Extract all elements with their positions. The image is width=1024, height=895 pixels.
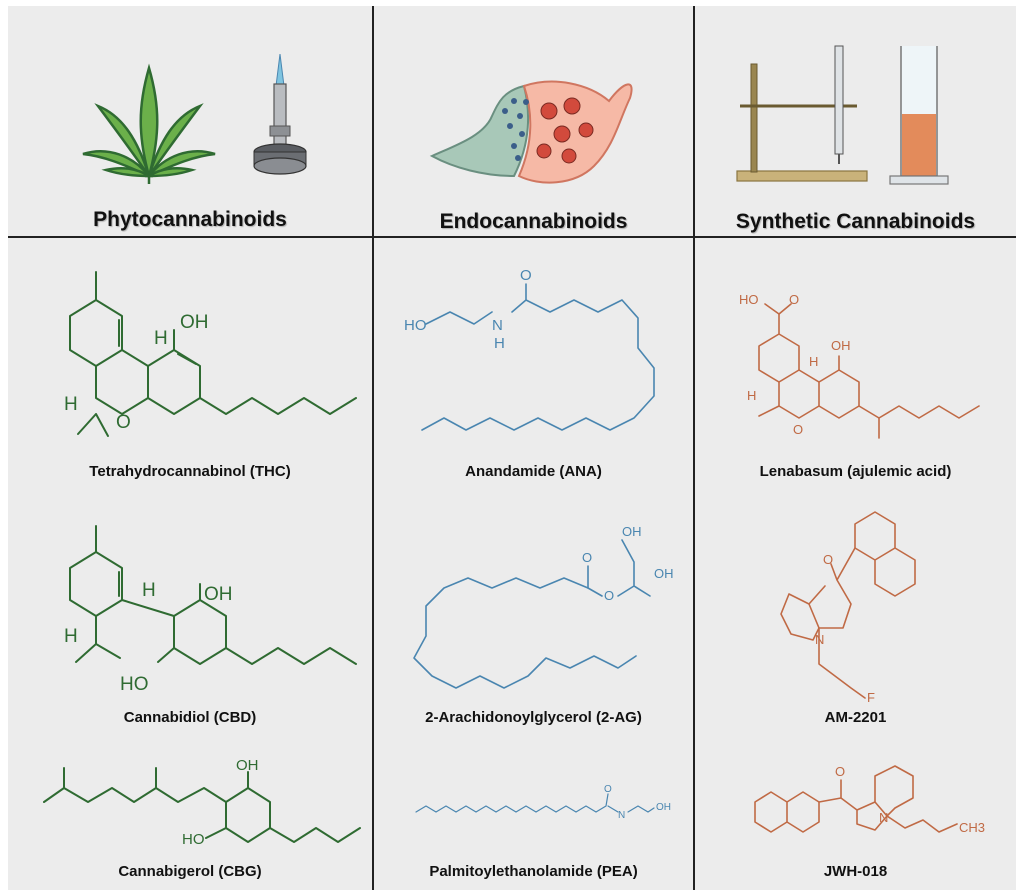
two-ag-structure: O O OH OH	[413, 524, 674, 689]
label-am2201: AM-2201	[824, 709, 887, 726]
synapse-icon	[429, 80, 633, 184]
label-lenabasum: Lenabasum (ajulemic acid)	[759, 463, 952, 480]
cbd-structure: H H OH HO	[64, 525, 357, 695]
jwh-ch3-label: CH3	[959, 820, 985, 835]
label-cbd: Cannabidiol (CBD)	[123, 709, 257, 726]
lena-oh-label: OH	[831, 338, 851, 353]
thc-h2-label: H	[64, 394, 78, 415]
header-divider	[8, 236, 1016, 238]
endo-header-cell: Endocannabinoids	[374, 6, 693, 236]
ana-ho-label: HO	[404, 317, 427, 334]
two-ag-oh2-label: OH	[654, 566, 674, 581]
bunsen-burner-icon	[253, 53, 307, 175]
cbg-structure: OH HO	[43, 757, 361, 848]
figure: Phytocannabinoids Endocannabinoids	[8, 6, 1016, 890]
label-cbg: Cannabigerol (CBG)	[118, 863, 262, 880]
lenabasum-structure: HO O OH H H O	[739, 292, 980, 439]
anandamide-structure: HO N H O	[404, 267, 655, 431]
pea-oh-label: OH	[656, 802, 671, 813]
header-endo: Endocannabinoids	[439, 210, 628, 233]
am-f-label: F	[867, 690, 875, 705]
thc-structure: OH H H O	[64, 271, 357, 437]
lab-stand-icon	[736, 45, 868, 182]
lena-ho-label: HO	[739, 292, 759, 307]
label-thc: Tetrahydrocannabinol (THC)	[89, 463, 291, 480]
lena-h2-label: H	[747, 388, 756, 403]
cbd-oh-label: OH	[204, 584, 233, 605]
cbd-h-label: H	[142, 580, 156, 601]
ana-n-label: N	[492, 317, 503, 334]
label-two-ag: 2-Arachidonoylglycerol (2-AG)	[425, 709, 642, 726]
cannabis-leaf-icon	[82, 63, 216, 184]
am-o-label: O	[823, 552, 833, 567]
jwh-o-label: O	[835, 764, 845, 779]
am2201-structure: O N F	[780, 511, 916, 705]
lena-o-label: O	[789, 292, 799, 307]
cbd-h2-label: H	[64, 626, 78, 647]
ana-h-label: H	[494, 335, 505, 352]
jwh-n-label: N	[879, 810, 888, 825]
pea-o-label: O	[604, 784, 612, 795]
header-phyto: Phytocannabinoids	[93, 208, 287, 231]
graduated-cylinder-icon	[889, 46, 949, 185]
label-ana: Anandamide (ANA)	[465, 463, 602, 480]
cbg-oh-label: OH	[236, 757, 259, 774]
synthetic-header-cell: Synthetic Cannabinoids	[695, 6, 1016, 236]
phyto-header-cell: Phytocannabinoids	[8, 6, 372, 236]
label-pea: Palmitoylethanolamide (PEA)	[429, 863, 638, 880]
cbg-ho-label: HO	[182, 831, 205, 848]
two-ag-o-label: O	[604, 588, 614, 603]
ana-o-label: O	[520, 267, 532, 284]
column-divider	[693, 6, 695, 890]
am-n-label: N	[815, 632, 824, 647]
thc-h-label: H	[154, 328, 168, 349]
pea-n-label: N	[618, 810, 625, 821]
lena-o2-label: O	[793, 422, 803, 437]
jwh018-structure: O N CH3	[754, 764, 985, 835]
two-ag-o2-label: O	[582, 550, 592, 565]
label-jwh018: JWH-018	[823, 863, 888, 880]
thc-o-label: O	[116, 412, 131, 433]
two-ag-oh-label: OH	[622, 524, 642, 539]
column-divider	[372, 6, 374, 890]
lena-h-label: H	[809, 354, 818, 369]
pea-structure: O N OH	[415, 784, 671, 821]
cbd-ho-label: HO	[120, 674, 149, 695]
thc-oh-label: OH	[180, 312, 209, 333]
header-synthetic: Synthetic Cannabinoids	[735, 210, 976, 233]
